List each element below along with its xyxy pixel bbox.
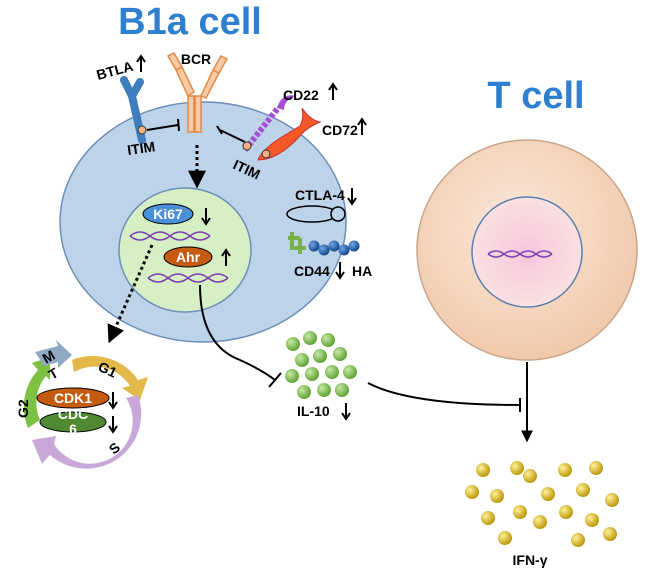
g1-label: G1 — [96, 358, 120, 380]
cd44-label: CD44 — [294, 263, 330, 279]
il10-down-arrow-icon — [341, 403, 351, 421]
dna-strand-t-cell — [487, 250, 553, 258]
ifng-label: IFN-γ — [513, 552, 548, 568]
cd72-receptor — [257, 107, 322, 161]
dna-strand-ki67 — [129, 231, 211, 241]
cdc6-label-line2: 6 — [69, 421, 77, 437]
ahr-up-arrow-icon — [221, 248, 231, 266]
cdk1-down-arrow-icon — [108, 392, 118, 410]
ahr-label: Ahr — [176, 249, 201, 265]
ki67-protein — [142, 203, 194, 225]
cd72-label: CD72 — [322, 122, 358, 138]
bcr-receptor — [166, 52, 229, 133]
il10-label: IL-10 — [297, 403, 330, 419]
ctla4-head — [330, 206, 346, 222]
cd44-down-arrow-icon — [335, 262, 345, 280]
ahr-inhibits-il10 — [199, 284, 282, 388]
ki67-label: Ki67 — [153, 206, 183, 222]
cd22-receptor — [242, 95, 296, 152]
ha-chain — [308, 240, 360, 256]
bcr-label: BCR — [181, 51, 211, 67]
il10-inhibits-ifng — [367, 382, 521, 412]
ahr-protein — [163, 246, 213, 268]
t-cell-title: T cell — [487, 75, 584, 117]
ctla4-receptor — [286, 205, 338, 223]
g2-label: G2 — [15, 399, 31, 418]
cd22-up-arrow-icon — [328, 82, 338, 100]
btla-receptor — [120, 76, 147, 144]
cdk1-protein — [36, 387, 110, 409]
ki67-to-cell-cycle-arrow — [107, 244, 154, 344]
il10-molecules — [285, 331, 357, 399]
ctla4-label: CTLA-4 — [295, 187, 345, 203]
cd22-label: CD22 — [283, 87, 319, 103]
ha-label: HA — [352, 263, 372, 279]
cdk1-label: CDK1 — [54, 390, 92, 406]
cd44-receptor — [288, 232, 306, 254]
btla-up-arrow-icon — [136, 54, 146, 72]
cdc6-label-line1: CDC — [58, 406, 88, 422]
btla-inhibits-bcr — [146, 118, 180, 132]
cell-cycle — [23, 340, 148, 469]
t-cell-nucleus — [471, 196, 583, 308]
btla-label: BTLA — [95, 58, 135, 83]
dna-strand-ahr — [147, 273, 229, 283]
cdc6-protein — [39, 411, 107, 433]
ifng-molecules — [465, 461, 619, 547]
itim-left-label: ITIM — [126, 138, 156, 158]
cd22-inhibits-bcr — [216, 125, 246, 143]
b-cell-title: B1a cell — [118, 1, 262, 43]
ki67-down-arrow-icon — [201, 208, 211, 226]
ctla4-down-arrow-icon — [347, 188, 357, 206]
cdc6-down-arrow-icon — [108, 416, 118, 434]
cd72-up-arrow-icon — [357, 117, 367, 135]
